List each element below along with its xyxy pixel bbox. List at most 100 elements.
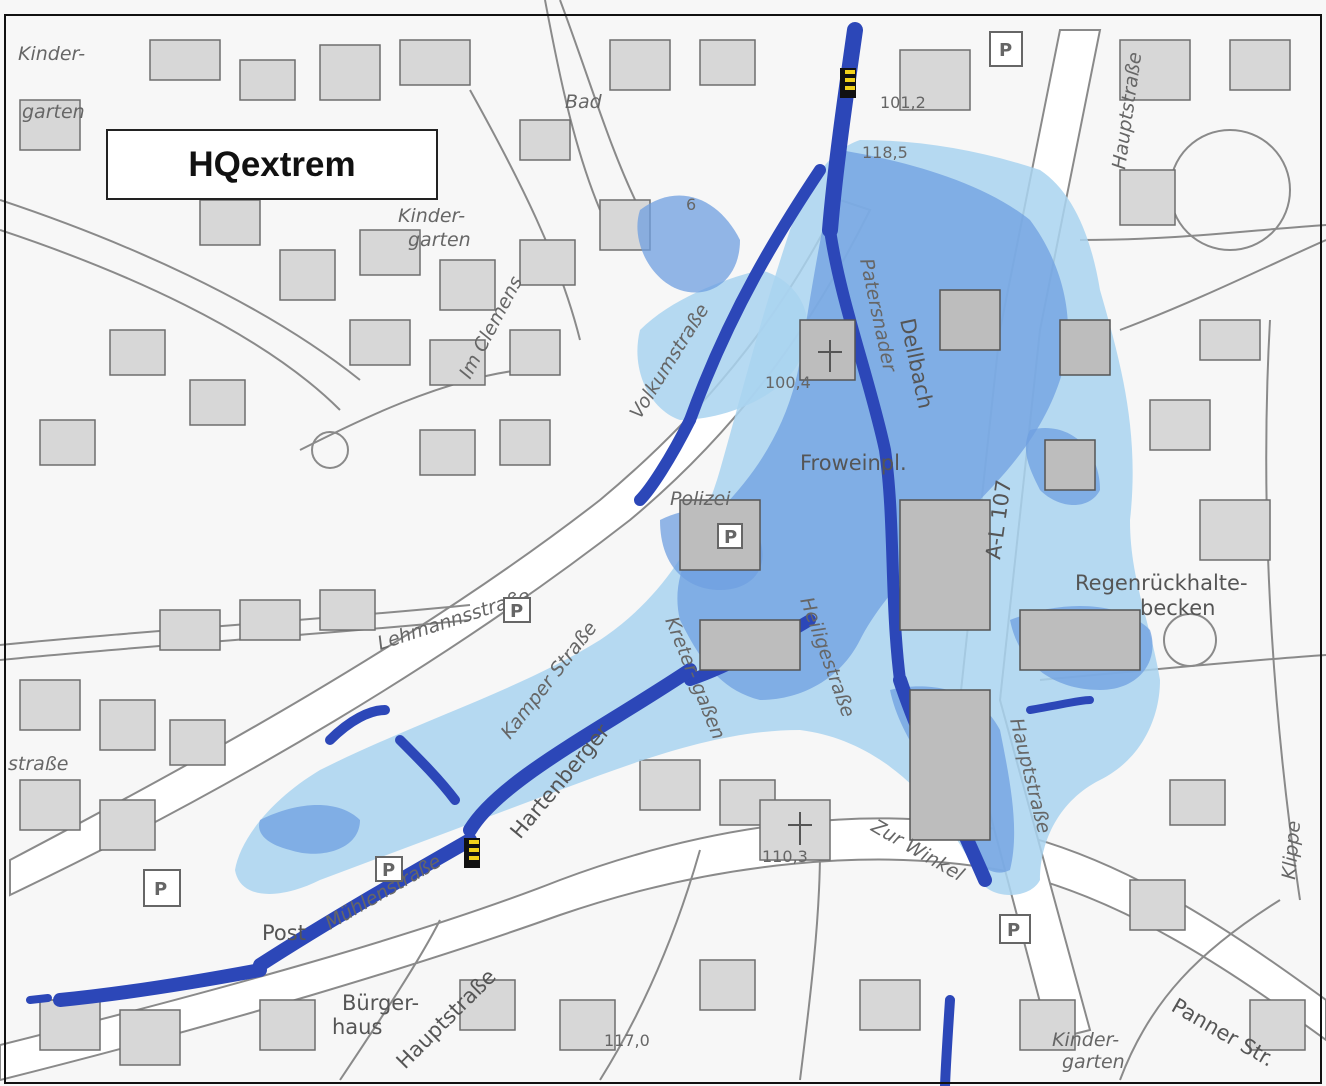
- building: [149, 39, 221, 81]
- building: [99, 699, 156, 751]
- scenario-label: HQextrem: [188, 144, 356, 184]
- parking-icon: P: [999, 914, 1031, 944]
- river-volkum-2: [634, 414, 696, 506]
- buildings: [19, 39, 1306, 1066]
- gauge-icon[interactable]: [840, 68, 856, 98]
- label-polizei: Polizei: [670, 488, 731, 510]
- building: [699, 39, 756, 86]
- label-kindergarten-center-2: garten: [408, 229, 471, 251]
- svg-text:P: P: [154, 879, 167, 900]
- svg-text:P: P: [382, 860, 395, 881]
- building: [319, 44, 381, 101]
- svg-text:P: P: [510, 601, 523, 622]
- label-strasse-w: straße: [8, 753, 68, 775]
- building: [1019, 999, 1076, 1051]
- building: [609, 39, 671, 91]
- building: [799, 319, 856, 381]
- river-south-stub: [940, 995, 955, 1086]
- church-cross-icon: [818, 340, 842, 372]
- elevation-label: 117,0: [604, 1031, 650, 1050]
- river-west-outlet: [53, 963, 267, 1007]
- label-bad: Bad: [565, 91, 603, 113]
- street-east-4: [1265, 319, 1301, 901]
- elevation-label: 110,3: [762, 847, 808, 866]
- building: [349, 319, 411, 366]
- building: [99, 799, 156, 851]
- label-kindergarten-se-2: garten: [1062, 1051, 1125, 1073]
- building: [359, 229, 421, 276]
- building: [199, 199, 261, 246]
- building: [1249, 999, 1306, 1051]
- parking-icon: P: [143, 869, 181, 907]
- building: [939, 289, 1001, 351]
- street-nw-2: [0, 229, 341, 411]
- street-sw: [339, 919, 441, 1081]
- building: [189, 379, 246, 426]
- street-mid: [299, 369, 521, 451]
- label-buergerhaus-2: haus: [332, 1015, 382, 1039]
- building: [859, 979, 921, 1031]
- building: [459, 979, 516, 1031]
- building: [19, 99, 81, 151]
- building: [559, 999, 616, 1051]
- building-block: [909, 689, 991, 841]
- building-block: [899, 499, 991, 631]
- street-lehmann: [0, 604, 471, 646]
- main-road-south: [0, 817, 1326, 1082]
- street-s: [599, 849, 701, 1081]
- label-post: Post: [262, 921, 306, 945]
- building: [159, 609, 221, 651]
- river-west-inlet: [325, 705, 390, 745]
- svg-text:P: P: [999, 40, 1012, 61]
- flood-zone-mid: [677, 150, 1069, 700]
- building: [1119, 169, 1176, 226]
- street-east-3: [1079, 224, 1326, 241]
- river-west-inlet-2: [395, 735, 460, 805]
- building: [19, 779, 81, 831]
- river-patersnader: [824, 224, 906, 686]
- parking-icon: P: [717, 523, 743, 549]
- label-kindergarten-se: Kinder-: [1052, 1029, 1119, 1051]
- building: [39, 419, 96, 466]
- building: [1149, 399, 1211, 451]
- flood-zone-mid-north: [637, 195, 740, 293]
- building: [239, 599, 301, 641]
- gauge-icon[interactable]: [464, 838, 480, 868]
- building: [429, 339, 486, 386]
- elevation-label: 118,5: [862, 143, 908, 162]
- building: [499, 419, 551, 466]
- street-north-2: [559, 0, 641, 211]
- parking-icon: P: [989, 31, 1023, 67]
- label-buergerhaus: Bürger-: [342, 991, 419, 1015]
- parking-symbols: P P P P P P: [143, 31, 1031, 944]
- river-far-west: [26, 994, 52, 1004]
- street-lehmann-2: [0, 619, 471, 661]
- street-nw: [0, 199, 361, 381]
- label-regenrueckhalte: Regenrückhalte-: [1075, 571, 1248, 595]
- building: [419, 429, 476, 476]
- building: [519, 239, 576, 286]
- river-east-stub: [1026, 696, 1094, 714]
- building: [639, 759, 701, 811]
- scenario-label-box: HQextrem: [106, 129, 438, 200]
- building: [109, 329, 166, 376]
- building: [1129, 879, 1186, 931]
- building: [509, 329, 561, 376]
- pond-outline: [1163, 613, 1217, 667]
- river-muehlenstr: [253, 833, 477, 972]
- building: [259, 999, 316, 1051]
- label-kindergarten-nw: Kinder-: [18, 43, 85, 65]
- elevation-label: 100,4: [765, 373, 811, 392]
- label-becken: becken: [1140, 596, 1215, 620]
- parking-icon: P: [375, 856, 403, 882]
- label-froweinpl: Froweinpl.: [800, 451, 907, 475]
- flooded-buildings: [679, 289, 1141, 841]
- building: [1119, 39, 1191, 101]
- label-kindergarten-nw-2: garten: [22, 101, 85, 123]
- elevation-labels: 101,2 118,5 100,4 110,3 117,0 6: [604, 93, 926, 1050]
- street-se: [1119, 899, 1281, 1081]
- building: [699, 959, 756, 1011]
- building: [699, 619, 801, 671]
